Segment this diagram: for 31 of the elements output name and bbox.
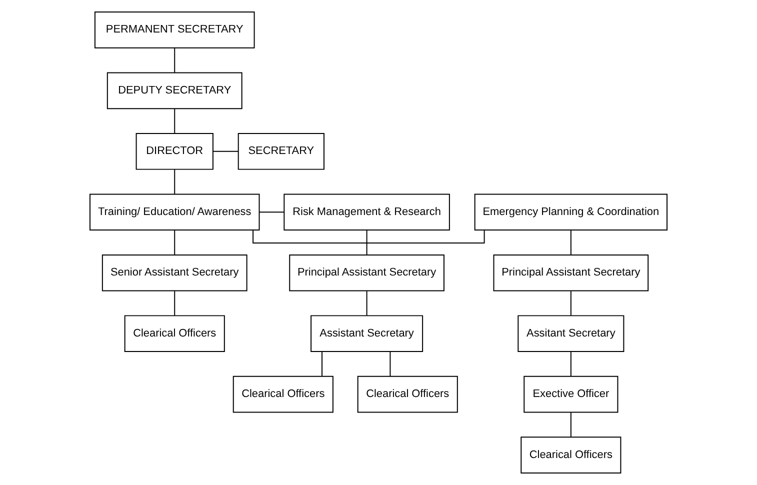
connector [366, 230, 368, 256]
connector [174, 290, 176, 316]
node-box: SECRETARY [238, 132, 324, 170]
node-box: Clearical Officers [232, 376, 334, 413]
node-box: DEPUTY SECRETARY [106, 72, 242, 110]
node-box: Clearical Officers [357, 376, 458, 413]
node-box: Assistant Secretary [310, 315, 424, 352]
connector [258, 212, 284, 213]
node-box: Risk Management & Research [284, 194, 450, 231]
connector [174, 230, 176, 256]
node-box: PERMANENT SECRETARY [94, 11, 255, 48]
connector [570, 351, 572, 377]
node-box: Training/ Education/ Awareness [89, 194, 260, 231]
connector [174, 48, 176, 73]
connector [570, 412, 572, 438]
node-box: Emergency Planning & Coordination [474, 194, 668, 231]
connector [366, 290, 368, 316]
connector [570, 230, 572, 256]
node-box: DIRECTOR [136, 132, 214, 170]
node-box: Senior Assistant Secretary [102, 254, 248, 292]
node-box: Assitant Secretary [518, 315, 624, 352]
connector [174, 108, 176, 134]
node-box: Exective Officer [524, 376, 618, 413]
connector [570, 290, 572, 316]
connector [212, 150, 239, 152]
connector [390, 351, 391, 377]
node-box: Principal Assistant Secretary [289, 254, 444, 292]
node-box: Principal Assistant Secretary [493, 254, 649, 292]
node-box: Clearical Officers [520, 436, 622, 474]
connector [174, 169, 176, 194]
node-box: Clearical Officers [124, 315, 225, 352]
